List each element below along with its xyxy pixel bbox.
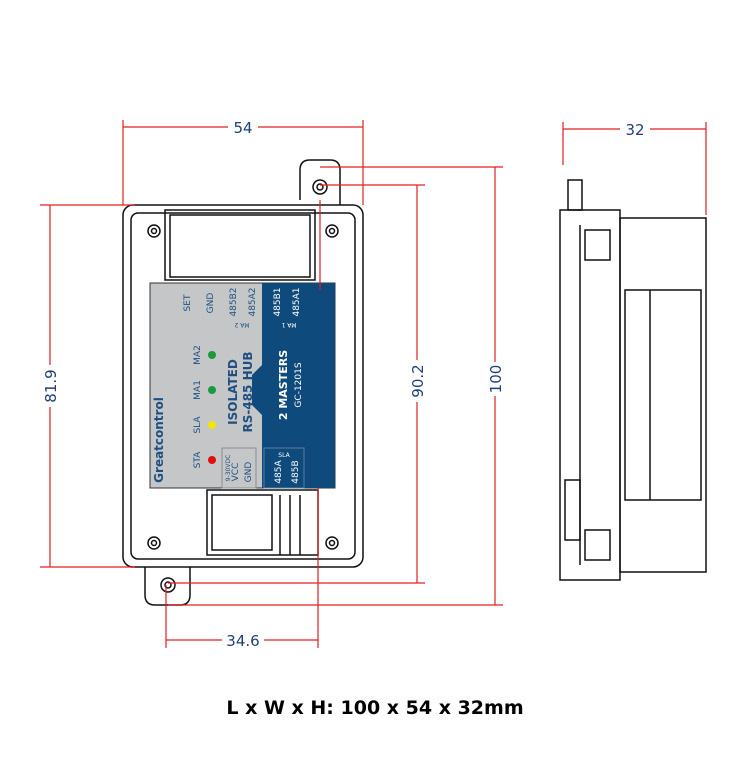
gnd-top-label: GND	[206, 293, 216, 314]
model-number: GC-1201S	[294, 362, 304, 407]
dimension-lines	[40, 120, 707, 648]
485a-label: 485A	[274, 459, 284, 483]
width-dimension: 54	[233, 119, 252, 137]
depth-dimension: 32	[625, 121, 644, 139]
vcc-label: VCC	[231, 463, 241, 482]
led-ma2	[208, 351, 216, 359]
gnd-label: GND	[244, 462, 254, 483]
front-view	[122, 159, 364, 606]
title-line2: RS-485 HUB	[241, 351, 255, 432]
set-label: SET	[183, 294, 193, 311]
ma2-group-label: MA 2	[234, 321, 249, 328]
485a1-label: 485A1	[292, 287, 302, 316]
brand-logo: Greatcontrol	[152, 397, 166, 483]
offset-dimension: 34.6	[226, 632, 259, 650]
led-sta	[208, 456, 216, 464]
side-view	[559, 179, 707, 581]
body-height-dimension: 81.9	[42, 369, 60, 402]
485a2-label: 485A2	[248, 287, 258, 316]
mount-spacing-dimension: 90.2	[409, 364, 427, 397]
subtitle: 2 MASTERS	[277, 350, 290, 420]
led-label-ma2: MA2	[193, 345, 203, 365]
485b2-label: 485B2	[229, 287, 239, 316]
led-ma1	[208, 386, 216, 394]
sla-group-label: SLA	[278, 452, 290, 459]
led-label-sla: SLA	[193, 416, 203, 434]
length-dimension: 100	[487, 365, 505, 394]
front-label: Greatcontrol SET GND 485B2 485A2 MA 2 48…	[149, 282, 336, 489]
led-label-ma1: MA1	[193, 380, 203, 400]
485b-label: 485B	[291, 460, 301, 483]
ma1-group-label: MA 1	[281, 321, 296, 328]
led-sla	[208, 421, 216, 429]
title-line1: ISOLATED	[226, 359, 240, 425]
led-label-sta: STA	[193, 451, 203, 469]
485b1-label: 485B1	[273, 287, 283, 316]
dimensions-caption: L x W x H: 100 x 54 x 32mm	[226, 697, 524, 719]
power-range: 9-30VDC	[225, 455, 232, 482]
